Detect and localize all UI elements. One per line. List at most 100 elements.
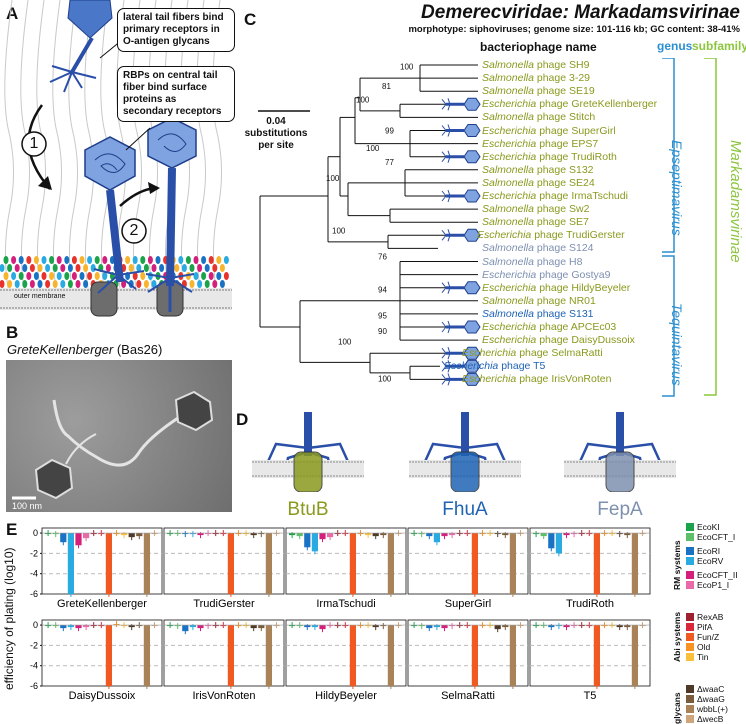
- eop-bar: [311, 533, 318, 552]
- phage-leaf: Salmonella phage NR01: [482, 294, 596, 307]
- legend-swatch: [686, 613, 694, 621]
- phage-leaf: Salmonella phage SE7: [482, 216, 589, 229]
- eop-bar: [471, 533, 478, 594]
- facet-frame: [285, 619, 407, 687]
- phage-icon: [441, 124, 481, 137]
- legend-label: wbbL(+): [697, 704, 728, 714]
- phage-leaf: Escherichia phage SelmaRatti: [462, 347, 603, 360]
- tem-micrograph: 100 nm: [6, 360, 232, 512]
- phage-leaf: Escherichia phage T5: [444, 360, 546, 373]
- legend-swatch: [686, 557, 694, 565]
- legend-swatch: [686, 523, 694, 531]
- phage-icon: [441, 150, 481, 164]
- phage-leaf: Salmonella phage Sw2: [482, 203, 590, 216]
- legend-label: EcoCFT_II: [697, 570, 738, 580]
- step-1-label: 1: [29, 135, 39, 152]
- eop-bar: [387, 625, 394, 686]
- receptor-label: FhuA: [442, 499, 488, 520]
- eop-bar: [471, 625, 478, 686]
- legend-item: EcoCFT_I: [686, 532, 735, 542]
- facet-frame: [407, 527, 529, 595]
- legend-item: RexAB: [686, 612, 723, 622]
- y-tick-label: -4: [30, 569, 38, 579]
- genus-epseptimavirus: Epseptimavirus: [669, 140, 685, 236]
- y-tick-label: -6: [30, 681, 38, 691]
- y-tick-label: 0: [33, 620, 38, 630]
- legend-item: EcoP1_I: [686, 580, 729, 590]
- legend-item: EcoKI: [686, 522, 720, 532]
- bootstrap-value: 95: [378, 311, 387, 320]
- facet-label: GreteKellenberger: [57, 598, 147, 610]
- eop-bar: [105, 533, 112, 594]
- eop-bar: [304, 533, 311, 548]
- phage-leaf: Escherichia phage Gostya9: [482, 268, 611, 281]
- eop-bar: [227, 533, 234, 594]
- eop-bar: [349, 533, 356, 594]
- legend-label: Tin: [697, 652, 709, 662]
- callout-lateral-fibers: lateral tail fibers bind primary recepto…: [117, 8, 235, 52]
- bootstrap-value: 90: [378, 327, 387, 336]
- tree-title: Demerecviridae: Markadamsvirinae: [421, 2, 740, 23]
- phage-leaf: Escherichia phage IrisVonRoten: [462, 373, 612, 386]
- facet-frame: [41, 619, 163, 687]
- y-axis-label: efficiency of plating (log10): [2, 547, 16, 690]
- phage-leaf: Escherichia phage DaisyDussoix: [482, 334, 635, 347]
- legend-label: ΔwaaC: [697, 684, 725, 694]
- phage-leaf: Salmonella phage SE19: [482, 85, 595, 98]
- bootstrap-value: 100: [326, 174, 340, 183]
- facet-frame: [529, 619, 651, 687]
- micrograph-title: GreteKellenberger (Bas26): [7, 342, 163, 357]
- legend-label: EcoRI: [697, 546, 721, 556]
- legend-item: wbbL(+): [686, 704, 728, 714]
- legend-group-label: glycans: [672, 692, 682, 724]
- bootstrap-value: 99: [385, 127, 394, 136]
- bootstrap-value: 94: [378, 285, 387, 294]
- legend-item: ΔwaaC: [686, 684, 724, 694]
- phage-leaf: Salmonella phage 3-29: [482, 72, 591, 85]
- legend-group-label: RM systems: [672, 540, 682, 590]
- legend-swatch: [686, 581, 694, 589]
- step-2-label: 2: [129, 222, 139, 239]
- bootstrap-value: 100: [378, 374, 392, 383]
- legend-label: EcoRV: [697, 556, 724, 566]
- legend-item: EcoRV: [686, 556, 723, 566]
- facet-frame: [41, 527, 163, 595]
- eop-bar: [67, 533, 74, 594]
- legend-label: EcoP1_I: [697, 580, 730, 590]
- phage-leaf: Escherichia phage GreteKellenberger: [482, 98, 658, 111]
- facet-frame: [407, 619, 529, 687]
- eop-bar: [265, 625, 272, 686]
- legend-label: ΔwecB: [697, 714, 724, 724]
- receptor-fhua: FhuA: [405, 412, 525, 520]
- eop-bar: [593, 533, 600, 594]
- legend-swatch: [686, 685, 694, 693]
- phage-icon: [441, 281, 481, 295]
- phage-leaf: Escherichia phage SuperGirl: [482, 124, 616, 137]
- eop-bar: [265, 533, 272, 594]
- genus-brackets: [662, 58, 717, 397]
- eop-bar: [387, 533, 394, 594]
- bootstrap-value: 100: [332, 226, 346, 235]
- phage-icon: [441, 189, 481, 203]
- phage-leaf: Escherichia phage TrudiGerster: [477, 229, 625, 242]
- legend-group-label: Abi systems: [672, 611, 682, 662]
- legend-item: Fun/Z: [686, 632, 719, 642]
- phage-icon: [441, 372, 481, 386]
- legend-label: RexAB: [697, 612, 724, 622]
- eop-bar: [631, 533, 638, 594]
- column-subfamily: subfamily: [692, 39, 746, 53]
- facet-frame: [285, 527, 407, 595]
- eop-bar: [509, 625, 516, 686]
- eop-bar: [227, 625, 234, 686]
- legend-swatch: [686, 715, 694, 723]
- facet-frame: [163, 527, 285, 595]
- eop-bar: [631, 625, 638, 686]
- legend-label: PifA: [697, 622, 713, 632]
- callout-rbps: RBPs on central tail fiber bind surface …: [117, 66, 235, 122]
- eop-bar: [548, 533, 555, 549]
- phage-leaf: Salmonella phage Stitch: [482, 111, 596, 124]
- phage-leaf: Escherichia phage APCEc03: [482, 321, 617, 333]
- phage-leaf: Salmonella phage SE24: [482, 176, 595, 189]
- legend-item: ΔwecB: [686, 714, 723, 724]
- y-tick-label: -2: [30, 640, 38, 650]
